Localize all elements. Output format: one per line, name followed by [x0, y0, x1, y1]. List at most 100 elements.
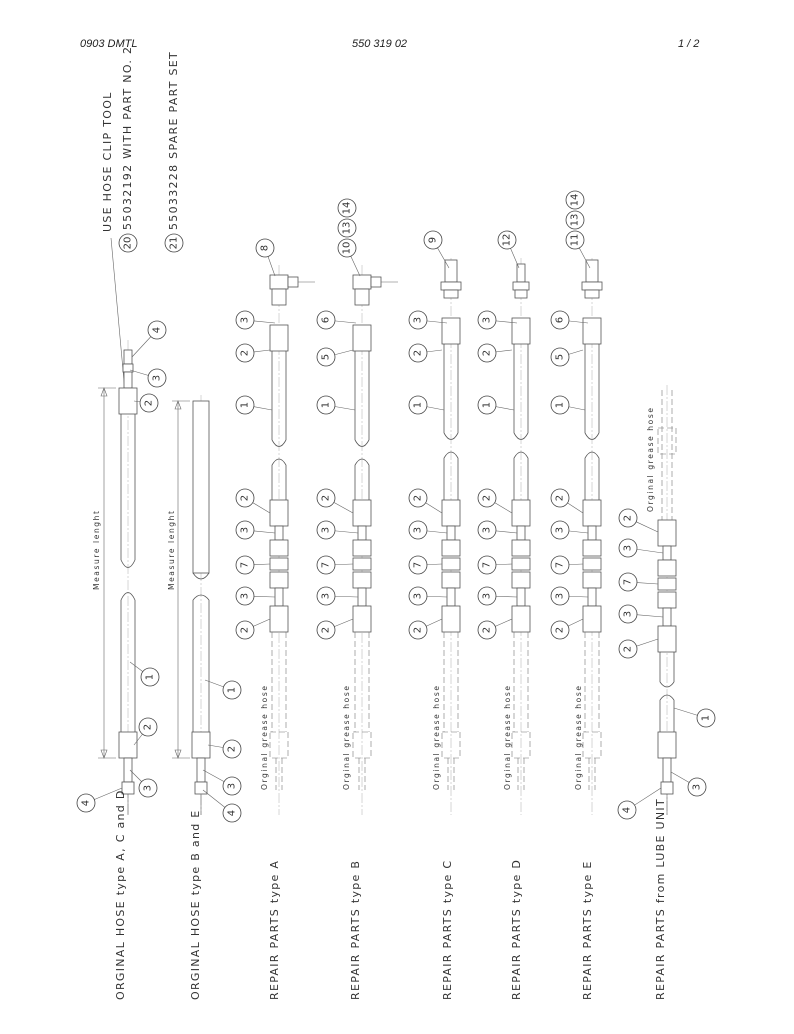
callout-bubble: 1 — [477, 395, 515, 415]
measure-label-2: Measure lenght — [167, 509, 176, 590]
callout-number: 14 — [342, 202, 353, 215]
row-title-rep-b: REPAIR PARTS type B — [349, 860, 362, 1000]
callout-bubble: 3 — [408, 520, 448, 540]
callout-bubble: 2 — [477, 343, 513, 363]
repair-col — [352, 265, 398, 815]
callout-number: 11 — [570, 234, 581, 247]
callout-bubble: 1 — [316, 395, 356, 415]
callout-bubble: 1 — [673, 707, 716, 728]
orig-hose-acd: Measure lenght — [92, 340, 138, 815]
callout-bubble: 3 — [550, 520, 589, 540]
callout-bubble: 2 — [550, 488, 584, 514]
callout-bubble: 4 — [131, 320, 167, 358]
callout-bubble: 4 — [617, 787, 662, 820]
callout-number: 3 — [152, 375, 163, 381]
callout-bubble: 1 — [204, 679, 242, 700]
callout-number: 3 — [482, 593, 493, 599]
callout-number: 2 — [240, 495, 251, 501]
callout-number: 3 — [321, 593, 332, 599]
callout-number: 2 — [144, 400, 155, 406]
callout-number: 3 — [623, 545, 634, 551]
callout-number: 4 — [227, 810, 238, 816]
callout-number: 2 — [555, 627, 566, 633]
callout-bubble: 3 — [618, 538, 664, 558]
callout-bubble: 2 — [316, 488, 354, 514]
note-20: 55032192 WITH PART NO. 2 — [121, 46, 134, 230]
grease-label-b: Orginal grease hose — [342, 684, 351, 790]
callout-bubble: 1 — [129, 661, 160, 687]
callout-bubble: 9 — [423, 230, 450, 269]
grease-label-lube: Orginal grease hose — [646, 406, 655, 512]
callout-bubble: 1 — [235, 395, 273, 415]
callout-number: 7 — [482, 562, 493, 568]
callout-number: 7 — [321, 562, 332, 568]
callout-bubble: 3 — [316, 520, 359, 540]
callout-number: 12 — [502, 234, 513, 247]
callout-number: 4 — [81, 800, 92, 806]
callout-number: 1 — [413, 402, 424, 408]
callout-bubble: 3 — [235, 586, 276, 606]
callout-bubble: 5 — [316, 347, 354, 367]
callout-bubble: 13 — [565, 210, 585, 230]
grease-label-d: Orginal grease hose — [503, 684, 512, 790]
callout-bubble: 7 — [618, 572, 659, 592]
callout-bubble: 1 — [550, 395, 586, 415]
lube-col — [657, 385, 677, 815]
callout-number: 4 — [622, 807, 633, 813]
callout-number: 3 — [692, 784, 703, 790]
callout-bubble: 6 — [550, 310, 589, 330]
callout-bubble: 6 — [316, 310, 357, 330]
callout-number: 3 — [413, 593, 424, 599]
callout-number: 2 — [143, 724, 154, 730]
callout-number: 2 — [413, 495, 424, 501]
note-21-text: 55033228 SPARE PART SET — [167, 51, 180, 230]
callout-number: 10 — [342, 242, 353, 255]
callout-bubble: 3 — [202, 769, 242, 796]
callout-number: 2 — [623, 646, 634, 652]
callout-number: 3 — [227, 783, 238, 789]
grease-label-e: Orginal grease hose — [574, 684, 583, 790]
callout-number: 2 — [555, 495, 566, 501]
callout-number: 2 — [321, 495, 332, 501]
callout-number: 6 — [555, 317, 566, 323]
callout-20-text: 20 — [123, 237, 134, 250]
callout-bubble: 7 — [235, 555, 271, 575]
callout-20 — [118, 233, 138, 253]
callout-bubbles: 4321234123423732123732123732123732123732… — [76, 190, 716, 823]
callout-number: 2 — [482, 350, 493, 356]
header-center: 550 319 02 — [352, 38, 408, 50]
row-title-orig-acd: ORGINAL HOSE type A, C and D — [114, 789, 127, 1000]
callout-bubble: 3 — [408, 586, 448, 606]
callout-number: 7 — [413, 562, 424, 568]
callout-number: 2 — [623, 515, 634, 521]
callout-bubble: 2 — [477, 488, 513, 514]
callout-number: 13 — [342, 222, 353, 235]
callout-bubble: 14 — [337, 198, 357, 218]
callout-number: 2 — [482, 495, 493, 501]
callout-bubble: 3 — [670, 771, 707, 797]
callout-number: 1 — [321, 402, 332, 408]
callout-bubble: 2 — [408, 618, 443, 640]
callout-bubble: 7 — [550, 555, 584, 575]
orig-hose-be: Measure lenght — [167, 395, 211, 815]
callout-number: 3 — [240, 527, 251, 533]
callout-bubble: 7 — [477, 555, 513, 575]
callout-number: 1 — [240, 402, 251, 408]
callout-bubble: 3 — [618, 604, 664, 624]
callout-bubble: 3 — [129, 769, 158, 798]
callout-bubble: 2 — [133, 717, 158, 746]
callout-bubble: 3 — [408, 310, 448, 330]
callout-bubble: 2 — [477, 618, 513, 640]
callout-number: 3 — [482, 317, 493, 323]
callout-bubble: 14 — [565, 190, 585, 210]
callout-number: 2 — [413, 627, 424, 633]
callout-21-text: 21 — [169, 237, 180, 250]
repair-col — [440, 258, 462, 815]
callout-bubble: 2 — [408, 343, 443, 363]
callout-bubble: 4 — [202, 789, 242, 823]
callout-number: 1 — [227, 687, 238, 693]
callout-number: 2 — [321, 627, 332, 633]
callout-number: 9 — [428, 237, 439, 243]
callout-bubble: 5 — [550, 347, 584, 367]
callout-bubble: 2 — [316, 618, 354, 640]
